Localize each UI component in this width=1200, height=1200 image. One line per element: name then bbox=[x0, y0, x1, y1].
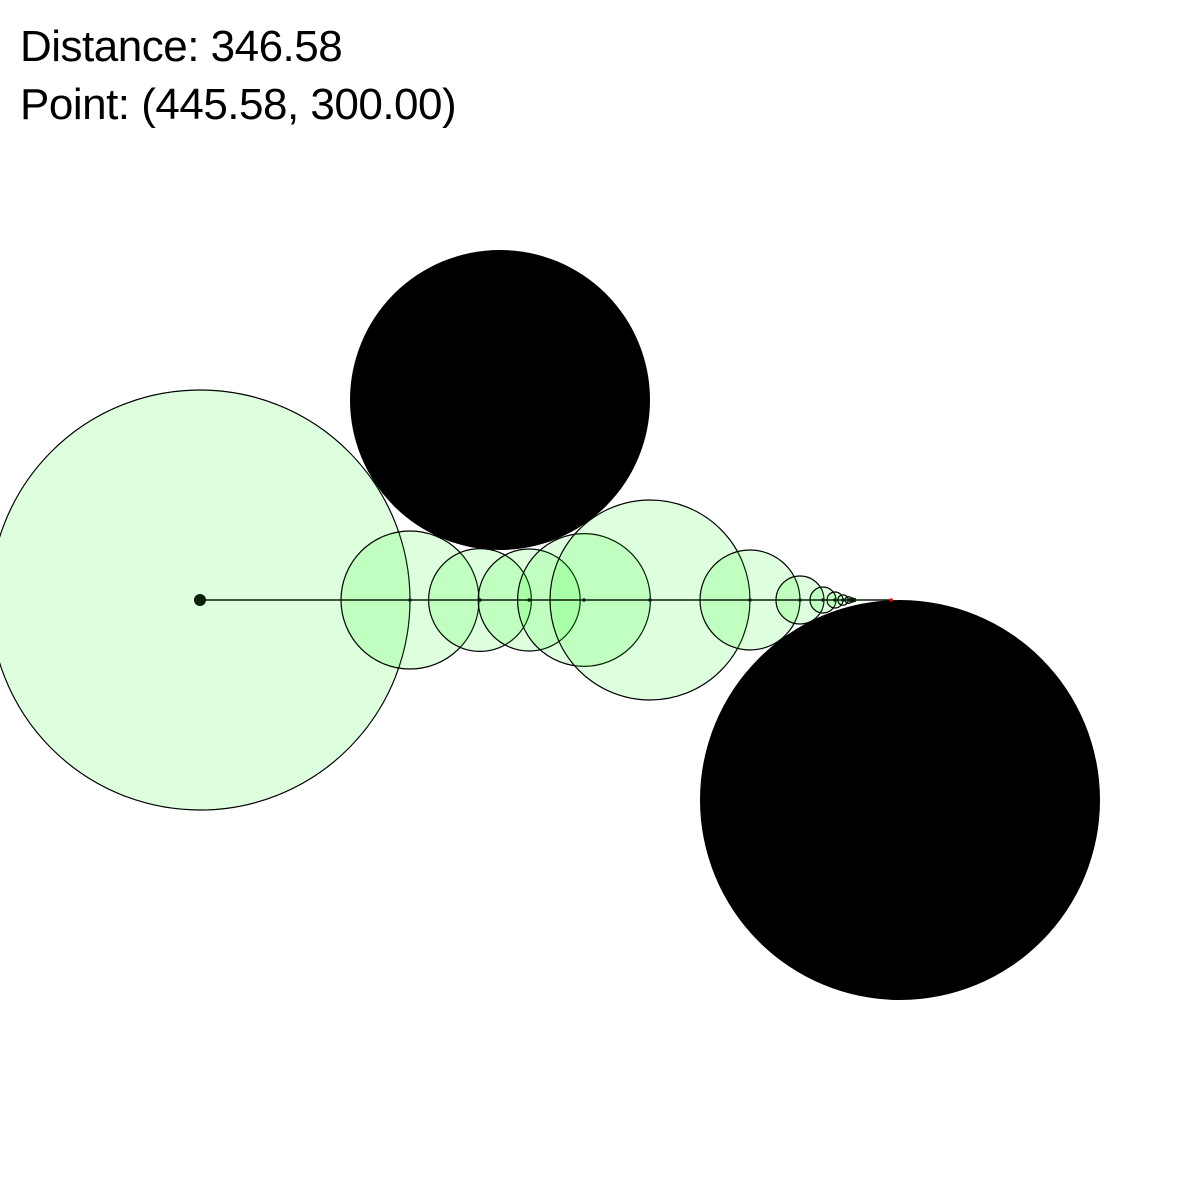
march-step-center bbox=[582, 598, 586, 602]
ray-origin-dot bbox=[194, 594, 206, 606]
obstacle-upper bbox=[350, 250, 650, 550]
march-step-center bbox=[846, 598, 851, 602]
march-step-center bbox=[408, 598, 412, 602]
readout-panel: Distance: 346.58 Point: (445.58, 300.00) bbox=[20, 18, 457, 134]
point-readout: Point: (445.58, 300.00) bbox=[20, 80, 457, 129]
distance-readout: Distance: 346.58 bbox=[20, 22, 343, 71]
march-step-center bbox=[798, 598, 802, 602]
march-step-center bbox=[852, 598, 857, 602]
march-step-center bbox=[841, 598, 845, 602]
march-step-center bbox=[833, 598, 837, 602]
march-step-center bbox=[821, 598, 825, 602]
ray-hit-point bbox=[889, 598, 893, 602]
step-center-group bbox=[408, 598, 857, 602]
obstacle-group bbox=[350, 250, 1100, 1000]
obstacle-lower bbox=[700, 600, 1100, 1000]
march-step-center bbox=[748, 598, 752, 602]
march-step-center bbox=[478, 598, 482, 602]
march-step-center bbox=[527, 598, 531, 602]
march-step-center bbox=[648, 598, 652, 602]
